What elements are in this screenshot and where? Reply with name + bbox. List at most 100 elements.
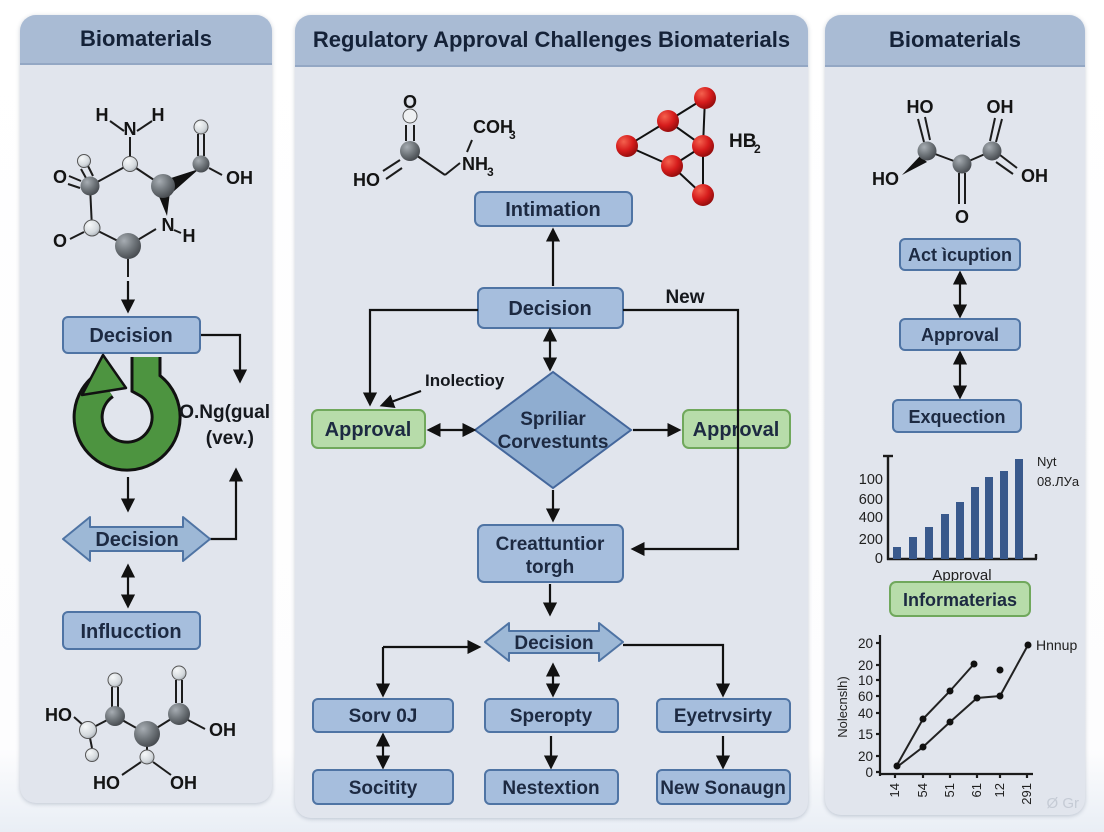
panel-right-title: Biomaterials bbox=[888, 27, 1022, 52]
flow-box-label: Speropty bbox=[510, 706, 593, 727]
line-ytick: 20 bbox=[858, 749, 873, 764]
line-legend: Hnnup bbox=[1036, 637, 1077, 653]
line-xtick: 61 bbox=[969, 783, 984, 797]
loop-arrow bbox=[72, 353, 182, 472]
connectors-middle bbox=[362, 227, 740, 770]
panel-right: Biomaterials bbox=[825, 15, 1085, 815]
flow-box-label: Decision bbox=[508, 298, 591, 320]
panel-left-header: Biomaterials bbox=[20, 15, 272, 65]
flow-box-sorv: Sorv 0J bbox=[312, 698, 454, 733]
panel-right-header: Biomaterials bbox=[825, 15, 1085, 67]
bar-ytick: 600 bbox=[859, 492, 883, 508]
atom-label: NH bbox=[462, 154, 488, 174]
atom-label: O bbox=[955, 207, 969, 227]
flow-box-label: Decision bbox=[95, 529, 178, 551]
cluster-label: HB bbox=[729, 131, 756, 152]
bar-note-1: Nyt bbox=[1037, 454, 1057, 469]
line-ytick: 20 bbox=[858, 636, 873, 651]
side-note-line1: O.Ng(gual bbox=[179, 402, 270, 423]
panel-left: Biomaterials bbox=[20, 15, 272, 803]
flow-box-decision: Decision bbox=[477, 287, 624, 329]
flow-box-label: Eyetrvsirty bbox=[674, 706, 773, 727]
flow-box-label: Influcction bbox=[80, 621, 181, 643]
flow-box-label: Decision bbox=[89, 325, 172, 347]
panel-right-diagram: HO OH HO OH O Act ìcuption bbox=[835, 97, 1080, 812]
bar-ytick: 400 bbox=[859, 510, 883, 526]
flow-box-socitity: Socitity bbox=[312, 769, 454, 805]
label-inolectioy: Inolectioy bbox=[425, 371, 505, 390]
panel-middle-diagram: O HO COH 3 NH 3 bbox=[311, 87, 791, 805]
flow-box-label-line2: torgh bbox=[526, 557, 575, 578]
flow-box-acticuption: Act ìcuption bbox=[899, 238, 1021, 271]
line-ytick: 40 bbox=[858, 706, 873, 721]
bar-ytick: 100 bbox=[859, 472, 883, 488]
side-note: O.Ng(gual (vev.) bbox=[179, 402, 270, 449]
bar-xlabel: Approval bbox=[932, 567, 991, 584]
atom-label: O bbox=[403, 92, 417, 112]
flow-box-label: Socitity bbox=[349, 778, 418, 799]
flow-box-label: Approval bbox=[693, 419, 780, 441]
cluster-label-sub: 2 bbox=[754, 142, 761, 156]
green-box-label: Informaterias bbox=[903, 590, 1017, 610]
flow-box-approval-left: Approval bbox=[311, 409, 426, 449]
line-xtick: 51 bbox=[942, 783, 957, 797]
diamond-label-line1: Spriliar bbox=[520, 409, 586, 430]
line-ytick: 15 bbox=[858, 727, 873, 742]
line-series-2 bbox=[896, 663, 975, 766]
line-ytick: 0 bbox=[865, 765, 873, 780]
flow-box-new-sonaugn: New Sonaugn bbox=[656, 769, 791, 805]
flow-box-influcction: Influcction bbox=[62, 611, 201, 650]
flow-box-label: Exquection bbox=[908, 407, 1005, 427]
bar-ytick: 0 bbox=[875, 551, 883, 567]
atom-label: O bbox=[53, 167, 67, 187]
flow-ribbon-decision-2: Decision bbox=[484, 622, 624, 662]
molecule-right: HO OH HO OH O bbox=[872, 97, 1048, 227]
diamond-label-line2: Corvestunts bbox=[498, 432, 609, 453]
panel-middle: Regulatory Approval Challenges Biomateri… bbox=[295, 15, 808, 818]
atom-label-sub: 3 bbox=[509, 128, 516, 142]
atom-label: OH bbox=[209, 720, 236, 740]
molecule-bottom-left: HO OH HO OH bbox=[45, 665, 236, 793]
molecule-top-left: H H N O O OH N H bbox=[53, 105, 253, 277]
red-cluster: HB 2 bbox=[616, 87, 761, 206]
atom-label: N bbox=[124, 119, 137, 139]
atom-label: OH bbox=[987, 97, 1014, 117]
atom-label: OH bbox=[170, 773, 197, 793]
panel-left-diagram: H H N O O OH N H bbox=[45, 105, 270, 793]
atom-label: OH bbox=[226, 168, 253, 188]
line-ytick: 10 bbox=[858, 673, 873, 688]
flow-box-label: Decision bbox=[514, 633, 593, 654]
flow-box-speropty: Speropty bbox=[484, 698, 619, 733]
bar-series bbox=[893, 459, 1023, 559]
flow-box-label: Approval bbox=[325, 419, 412, 441]
flow-box-exquection: Exquection bbox=[892, 399, 1022, 433]
atom-label: HO bbox=[93, 773, 120, 793]
flow-box-approval-right: Approval bbox=[682, 409, 791, 449]
line-series-1 bbox=[896, 644, 1029, 768]
atom-label: H bbox=[152, 105, 165, 125]
atom-label: COH bbox=[473, 117, 513, 137]
atom-label: N bbox=[162, 215, 175, 235]
atom-label: HO bbox=[45, 705, 72, 725]
line-xtick: 54 bbox=[915, 783, 930, 797]
flow-box-decision-1: Decision bbox=[62, 316, 201, 354]
flow-ribbon-decision: Decision bbox=[62, 516, 211, 562]
line-chart: 20 20 10 60 40 15 20 0 Nolecnslh) 14 54 … bbox=[835, 635, 1077, 805]
flow-box-nestextion: Nestextion bbox=[484, 769, 619, 805]
bar-note-2: 08.ЛУa bbox=[1037, 474, 1080, 489]
atom-label: OH bbox=[1021, 166, 1048, 186]
atom-label: HO bbox=[353, 170, 380, 190]
atom-label: O bbox=[53, 231, 67, 251]
label-new: New bbox=[665, 287, 704, 308]
atom-label: HO bbox=[872, 169, 899, 189]
bar-chart: 100 600 400 200 0 Approval Nyt 08.ЛУa bbox=[859, 454, 1080, 584]
watermark: Ø Gr bbox=[1047, 795, 1080, 812]
molecule-middle: O HO COH 3 NH 3 bbox=[353, 92, 516, 190]
panel-middle-header: Regulatory Approval Challenges Biomateri… bbox=[295, 15, 808, 67]
green-box-informaterias: Informaterias bbox=[889, 581, 1031, 617]
flow-box-label: Approval bbox=[921, 325, 999, 345]
flow-box-approval: Approval bbox=[899, 318, 1021, 351]
flow-box-intimation: Intimation bbox=[474, 191, 633, 227]
line-ytitle: Nolecnslh) bbox=[835, 676, 850, 737]
